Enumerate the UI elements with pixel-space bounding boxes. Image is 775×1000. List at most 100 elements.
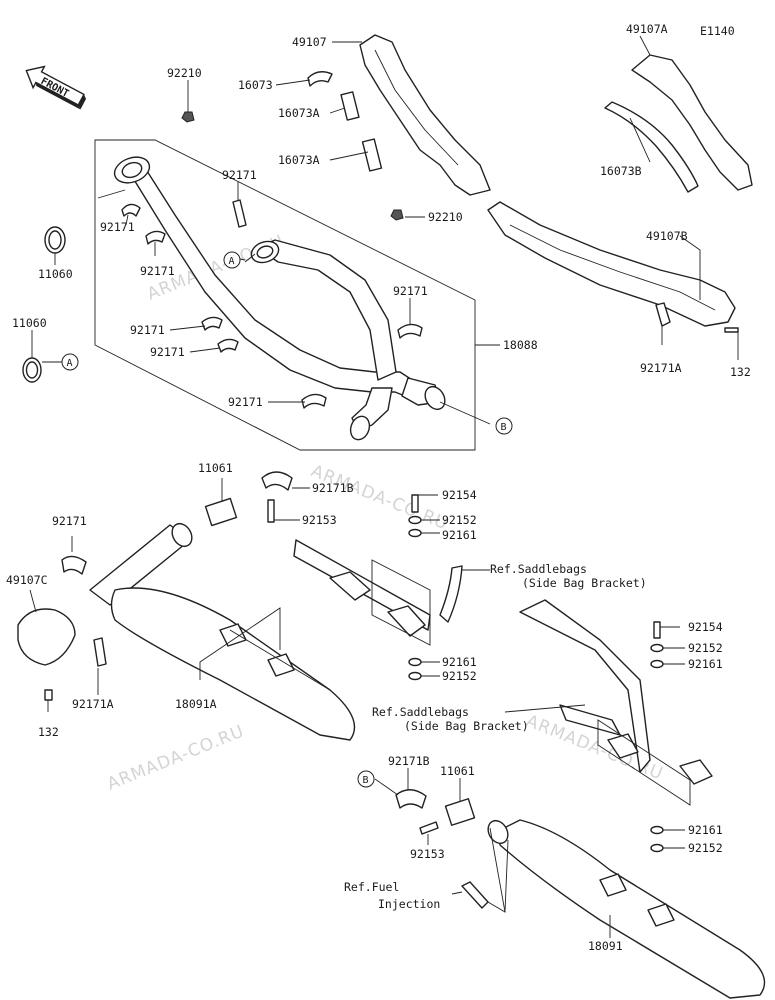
muffler-18091A xyxy=(89,522,356,741)
label-92154-1: 92154 xyxy=(442,488,477,502)
heat-shield-49107A xyxy=(631,54,753,191)
label-92171-8: 92171 xyxy=(52,514,87,528)
label-92161-2: 92161 xyxy=(442,655,477,669)
label-49107C: 49107C xyxy=(6,573,48,587)
band-16073A-2-icon xyxy=(361,138,383,172)
callout-a-2: A xyxy=(61,353,79,371)
label-92161-4: 92161 xyxy=(688,823,723,837)
label-11060-2: 11060 xyxy=(12,316,47,330)
hardware-stack-right xyxy=(650,621,664,853)
bolt-92153-2-icon xyxy=(419,821,439,835)
label-92152-3: 92152 xyxy=(688,641,723,655)
clip-16073-icon xyxy=(307,71,333,87)
ref-fuel-line1: Ref.Fuel xyxy=(344,880,399,894)
assembly-box-18088 xyxy=(94,139,476,451)
heat-shield-49107 xyxy=(359,34,491,196)
callout-a-1: A xyxy=(223,251,241,269)
callout-b-2: B xyxy=(357,770,375,788)
part-labels: 49107 16073 16073A 16073A 49107A 16073B … xyxy=(6,22,751,953)
label-92171-4: 92171 xyxy=(130,323,165,337)
pipe-outlet-b-icon xyxy=(349,415,371,441)
label-49107B: 49107B xyxy=(646,229,688,243)
label-92171A-2: 92171A xyxy=(72,697,114,711)
label-16073A-1: 16073A xyxy=(278,106,320,120)
clamp-92171-left-icon xyxy=(61,555,87,575)
label-49107: 49107 xyxy=(292,35,327,49)
ref-fuel-line2: Injection xyxy=(378,897,440,911)
label-92154-2: 92154 xyxy=(688,620,723,634)
label-92171-3: 92171 xyxy=(140,264,175,278)
clamp-92171B-2-icon xyxy=(395,789,427,809)
label-49107A: 49107A xyxy=(626,22,668,36)
clamps-92171 xyxy=(121,199,423,409)
connector-11061-2-icon xyxy=(444,798,476,826)
label-92152-4: 92152 xyxy=(688,841,723,855)
band-16073B-icon xyxy=(604,101,699,193)
bracket-left-box xyxy=(371,559,431,646)
callout-b-1: B xyxy=(495,417,513,435)
label-92161-3: 92161 xyxy=(688,657,723,671)
band-16073A-1-icon xyxy=(340,91,360,121)
diagram-code: E1140 xyxy=(700,24,735,38)
hardware-stack-left xyxy=(408,494,422,681)
watermark-4: ARMADA-CO.RU xyxy=(104,721,247,794)
ref-saddlebags-1-line1: Ref.Saddlebags xyxy=(490,562,587,576)
label-18088: 18088 xyxy=(503,338,538,352)
label-92210-top: 92210 xyxy=(167,66,202,80)
label-92171-5: 92171 xyxy=(150,345,185,359)
clamp-92171B-1-icon xyxy=(261,471,293,491)
label-92171-7: 92171 xyxy=(228,395,263,409)
callout-b-2-label: B xyxy=(363,775,369,786)
nut-92210-top-icon xyxy=(181,111,195,123)
label-11060-1: 11060 xyxy=(38,267,73,281)
callout-a-2-label: A xyxy=(67,358,73,369)
callout-b-1-label: B xyxy=(501,422,507,433)
callout-a-1-label: A xyxy=(229,256,235,267)
label-16073B: 16073B xyxy=(600,164,642,178)
front-arrow-icon: FRONT xyxy=(25,65,87,110)
clamp-92171A-2-icon xyxy=(93,637,107,667)
endcap-49107C-icon xyxy=(17,608,76,666)
ref-saddlebags-2-line2: (Side Bag Bracket) xyxy=(404,719,529,733)
ref-saddlebags-2-line1: Ref.Saddlebags xyxy=(372,705,469,719)
connector-11061-1-icon xyxy=(204,497,238,527)
label-92171-6: 92171 xyxy=(393,284,428,298)
label-16073: 16073 xyxy=(238,78,273,92)
label-92153-2: 92153 xyxy=(410,847,445,861)
reference-notes: Ref.Saddlebags (Side Bag Bracket) Ref.Sa… xyxy=(344,562,647,911)
label-132-2: 132 xyxy=(38,725,59,739)
nut-92210-mid-icon xyxy=(390,209,404,221)
gasket-11060-1-inner-icon xyxy=(48,230,62,250)
flange-front-icon xyxy=(113,156,151,184)
label-92171B-1: 92171B xyxy=(312,481,354,495)
label-92153-1: 92153 xyxy=(302,513,337,527)
label-92171B-2: 92171B xyxy=(388,754,430,768)
label-11061-1: 11061 xyxy=(198,461,233,475)
label-92171-1: 92171 xyxy=(222,168,257,182)
label-92210-mid: 92210 xyxy=(428,210,463,224)
screw-132-2-icon xyxy=(44,689,53,701)
bracket-right-box xyxy=(597,719,691,806)
clamp-92171A-1-icon xyxy=(655,302,671,327)
label-92171-2: 92171 xyxy=(100,220,135,234)
label-11061-2: 11061 xyxy=(440,764,475,778)
label-92171A-1: 92171A xyxy=(640,361,682,375)
pipe-outlet-a-icon xyxy=(424,385,446,411)
muffler-18091 xyxy=(487,819,766,999)
heat-shield-49107B xyxy=(487,201,736,327)
ref-saddlebags-1-line2: (Side Bag Bracket) xyxy=(522,576,647,590)
bolt-92153-1-icon xyxy=(267,499,275,523)
sensor-fuel-injection-icon xyxy=(461,881,489,909)
label-18091: 18091 xyxy=(588,939,623,953)
label-92152-1: 92152 xyxy=(442,513,477,527)
label-132-1: 132 xyxy=(730,365,751,379)
label-92161-1: 92161 xyxy=(442,528,477,542)
muffler-18091A-box xyxy=(229,629,331,691)
screw-132-1-icon xyxy=(724,327,739,333)
bracket-right xyxy=(519,599,713,785)
label-92152-2: 92152 xyxy=(442,669,477,683)
bracket-left xyxy=(293,539,463,637)
label-16073A-2: 16073A xyxy=(278,153,320,167)
gasket-11060-2-inner-icon xyxy=(25,361,39,379)
